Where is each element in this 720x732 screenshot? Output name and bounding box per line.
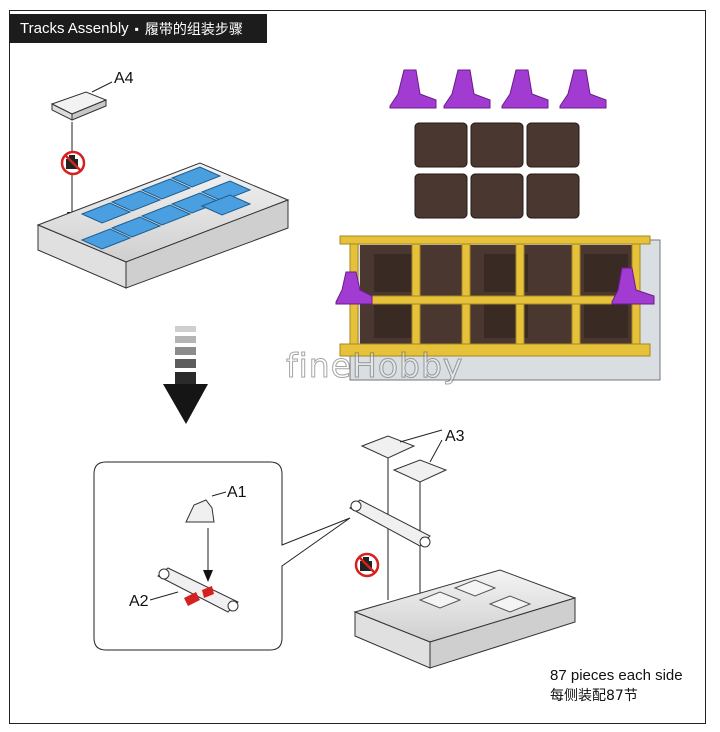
note-chinese: 每侧装配87节 [550, 688, 638, 704]
title-separator: ▪ [134, 21, 139, 36]
a3-parts [360, 429, 448, 483]
detail-callout-box [93, 461, 351, 651]
a1-arrowhead [203, 570, 213, 582]
assembled-purple-horns [335, 267, 655, 305]
purple-guide-horns [389, 69, 607, 109]
section-title: Tracks Assenbly [20, 20, 129, 37]
blue-track-shoes [80, 166, 252, 250]
part-label-a1: A1 [227, 484, 247, 501]
part-label-a3: A3 [445, 428, 465, 445]
brown-track-pads [414, 122, 580, 219]
down-arrow-icon [163, 326, 208, 424]
a1-a2-subassembly [349, 499, 431, 548]
no-glue-icon-2 [354, 552, 380, 578]
assembly-note: 87 pieces each side 每侧装配87节 [550, 666, 683, 706]
no-glue-icon [60, 150, 86, 176]
a4-part [50, 81, 113, 121]
section-title-cn: 履带的组装步骤 [144, 21, 243, 38]
part-label-a2: A2 [129, 593, 149, 610]
watermark-logo: fineHobby [285, 346, 464, 386]
a1-part [185, 491, 227, 523]
section-header: Tracks Assenbly ▪ 履带的组装步骤 [9, 14, 267, 43]
track-jig-bottom [353, 569, 577, 669]
part-label-a4: A4 [114, 70, 134, 87]
note-english: 87 pieces each side [550, 667, 683, 684]
a2-part [149, 567, 239, 613]
